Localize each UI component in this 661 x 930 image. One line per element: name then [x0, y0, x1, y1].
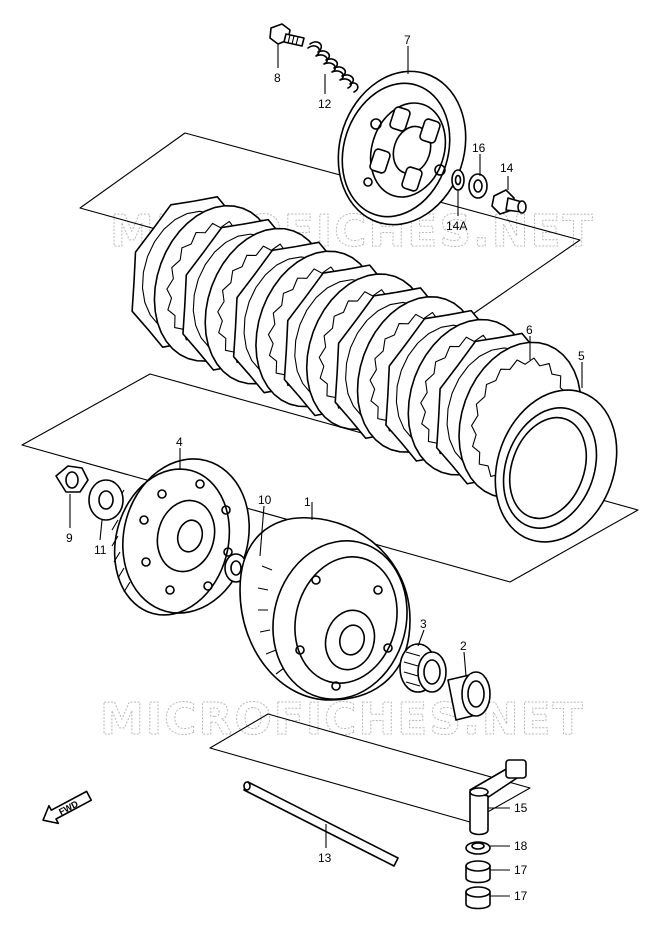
- callout-10: 10: [258, 493, 272, 507]
- needle-bearing-3: [399, 643, 447, 693]
- clutch-plate-stack: [131, 196, 582, 499]
- callout-11: 11: [94, 543, 107, 557]
- leader-lines: [69, 44, 583, 897]
- push-rod-13: [243, 781, 399, 867]
- bearing-16: [468, 173, 488, 199]
- washer-14a: [451, 169, 465, 191]
- callout-6: 6: [526, 323, 533, 337]
- callout-2: 2: [460, 639, 467, 653]
- callout-5: 5: [578, 349, 585, 363]
- callout-7: 7: [404, 33, 411, 47]
- callout-13: 13: [318, 851, 332, 865]
- spring-seat-5: [494, 389, 618, 543]
- sleeve-hub-4: [111, 458, 250, 616]
- callout-8: 8: [274, 71, 281, 85]
- callout-14a: 14A: [446, 219, 467, 233]
- bearing-17-upper: [465, 860, 491, 884]
- callout-1: 1: [304, 495, 311, 509]
- bolt-8: [269, 23, 305, 47]
- spacer-2: [447, 671, 491, 721]
- callout-12: 12: [318, 97, 332, 111]
- callout-17-upper: 17: [514, 863, 528, 877]
- push-piece-14: [491, 189, 527, 215]
- callout-3: 3: [420, 617, 427, 631]
- callout-18: 18: [514, 839, 528, 853]
- forward-arrow-icon: FWD: [42, 790, 93, 825]
- lock-washer-11: [88, 479, 124, 521]
- callout-16: 16: [472, 141, 486, 155]
- release-arm-15: [469, 759, 527, 836]
- bearing-17-lower: [465, 886, 491, 910]
- group-box-pushrod: [209, 713, 531, 823]
- callout-14: 14: [500, 161, 514, 175]
- pressure-plate-7: [337, 70, 467, 226]
- callout-15: 15: [514, 801, 528, 815]
- clutch-housing-1: [239, 517, 411, 701]
- callout-4: 4: [176, 435, 183, 449]
- watermark-bottom: MICROFICHES.NET: [100, 694, 585, 745]
- spring-12: [307, 41, 359, 93]
- callout-17-lower: 17: [514, 889, 528, 903]
- callout-labels: 1 2 3 4 5 6 7 8 9 10 11 12 13 14 14A 15 …: [66, 33, 585, 903]
- nut-9: [55, 465, 89, 493]
- oil-seal-18: [465, 841, 491, 855]
- callout-9: 9: [66, 531, 73, 545]
